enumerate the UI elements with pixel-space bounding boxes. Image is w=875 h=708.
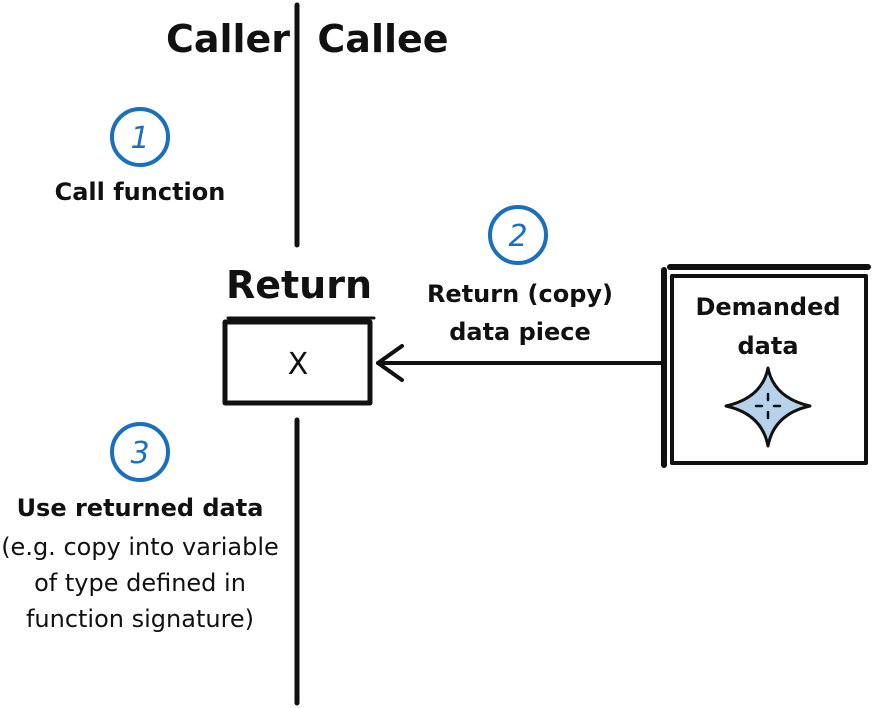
step-1-number: 1: [130, 121, 149, 156]
step-2-number: 2: [508, 219, 527, 254]
step-1: 1 Call function: [55, 107, 226, 206]
step-2-label-line-1: Return (copy): [427, 280, 613, 308]
step-3-label-line-2: (e.g. copy into variable: [1, 533, 279, 561]
step-1-circle: [110, 107, 170, 167]
return-box-title: Return: [226, 263, 372, 307]
step-2-label-line-2: data piece: [449, 318, 591, 346]
data-box-label-line-2: data: [737, 332, 798, 360]
step-2-circle: [488, 205, 548, 265]
caller-header: Caller: [166, 17, 290, 61]
step-2: 2 Return (copy) data piece: [427, 205, 613, 346]
step-3-label-line-1: Use returned data: [17, 494, 264, 522]
return-box: Return X: [222, 263, 376, 406]
step-3-circle: [110, 422, 170, 482]
data-box-label-line-1: Demanded: [695, 293, 840, 321]
sparkle-shape: [724, 366, 812, 448]
step-3-label-line-4: function signature): [26, 605, 254, 633]
sparkle-crosshair: [754, 392, 782, 420]
demanded-data-box: Demanded data: [661, 264, 871, 468]
data-box-outline: [670, 274, 868, 465]
return-box-value: X: [288, 347, 309, 382]
return-arrow-head: [376, 344, 404, 382]
return-arrow: [376, 344, 665, 382]
sparkle-icon: [724, 366, 812, 448]
step-3: 3 Use returned data (e.g. copy into vari…: [1, 422, 279, 633]
step-1-label: Call function: [55, 178, 226, 206]
step-3-label-line-3: of type defined in: [34, 569, 246, 597]
callee-header: Callee: [317, 17, 448, 61]
return-box-outline: [222, 319, 373, 406]
step-3-number: 3: [130, 436, 149, 471]
